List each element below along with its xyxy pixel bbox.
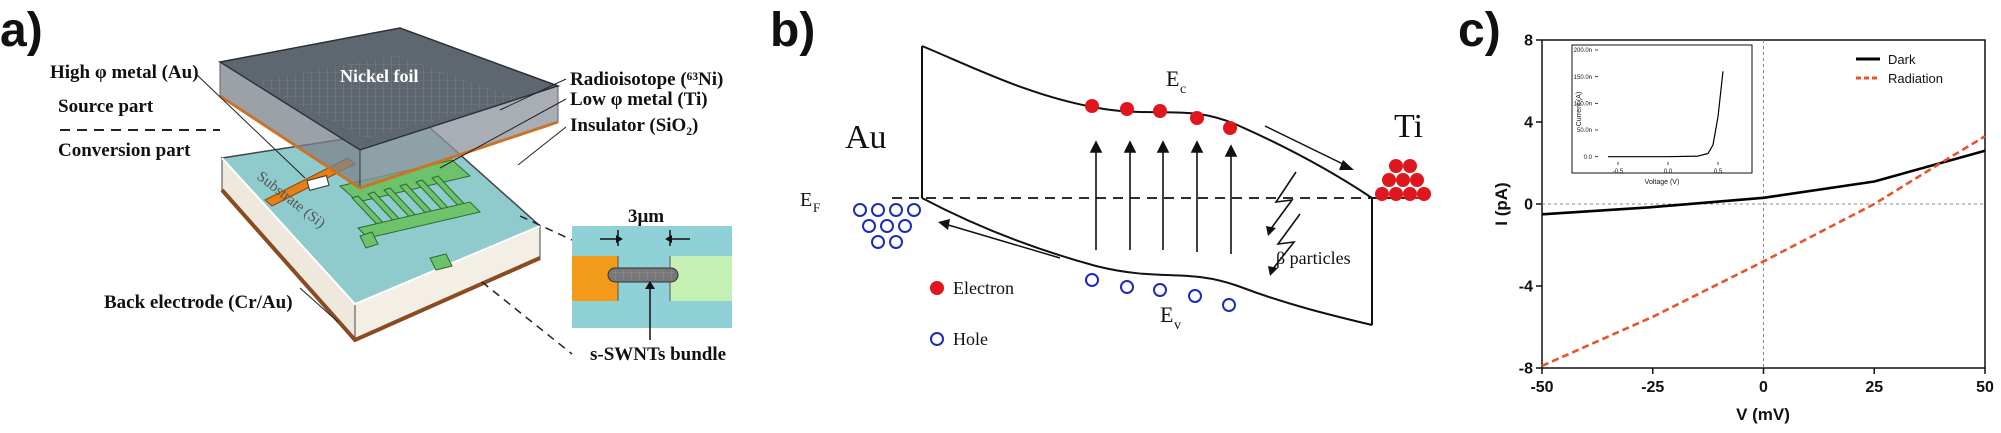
label-radioisotope: Radioisotope (⁶³Ni) <box>570 69 723 90</box>
label-high-phi-metal: High φ metal (Au) <box>50 62 199 83</box>
y-tick-label: 150.0n <box>1574 75 1592 81</box>
hole-legend-marker <box>930 332 944 346</box>
inset-y-axis-label: Current (A) <box>1576 92 1583 127</box>
inset-plot-frame <box>1571 44 1753 174</box>
series-line-dark <box>1541 149 1986 216</box>
x-tick-label: -0.5 <box>1613 169 1624 175</box>
y-tick-label: 50.0n <box>1577 128 1592 134</box>
au-hole-cluster <box>853 203 921 249</box>
label-ec: E <box>1166 66 1179 91</box>
label-au: Au <box>845 119 887 156</box>
iv-x-axis-label: V (mV) <box>1736 405 1790 424</box>
electron-legend-marker <box>930 281 944 295</box>
y-tick-label: -4 <box>1519 279 1533 296</box>
panel-c-letter: c) <box>1458 4 1501 57</box>
panel-b-letter: b) <box>770 4 815 57</box>
label-gap-width: 3μm <box>628 206 664 227</box>
ti-electron-cluster <box>1375 159 1431 201</box>
iv-chart: -50 -25 0 25 50 -8 -4 0 4 8 V (mV) I (pA) Dark Ra… <box>1492 33 1994 424</box>
label-electron: Electron <box>953 278 1014 298</box>
y-tick-label: 8 <box>1524 33 1533 50</box>
x-tick-label: 25 <box>1865 379 1883 396</box>
label-ec-sub: c <box>1180 82 1186 97</box>
gap-inset <box>572 226 732 340</box>
series-line-curve <box>1608 71 1724 158</box>
inset-x-axis-label: Voltage (V) <box>1645 179 1680 186</box>
legend-radiation-label: Radiation <box>1888 71 1943 86</box>
label-hole: Hole <box>953 329 988 349</box>
legend-dark-label: Dark <box>1888 52 1916 67</box>
label-low-phi-metal: Low φ metal (Ti) <box>570 89 708 110</box>
panel-b: b) <box>770 4 1431 349</box>
inset-iv-chart: -0.5 0.0 0.5 0.0 50.0n 100.0n 150.0n 200.0n Vol… <box>1571 44 1753 186</box>
label-conversion-part: Conversion part <box>58 140 191 161</box>
y-tick-label: 0.0 <box>1584 155 1593 161</box>
iv-y-axis-label: I (pA) <box>1492 182 1511 225</box>
beta-bolt-2 <box>1271 213 1301 271</box>
label-back-electrode: Back electrode (Cr/Au) <box>104 292 293 313</box>
label-beta-particles: β particles <box>1276 248 1351 268</box>
y-tick-label: 100.0n <box>1574 101 1592 107</box>
leader-lines <box>195 73 567 323</box>
iv-legend: Dark Radiation <box>1856 52 1943 86</box>
label-ti: Ti <box>1394 108 1423 145</box>
label-ef-sub: F <box>813 200 820 215</box>
label-nickel-foil: Nickel foil <box>340 66 419 86</box>
label-insulator: Insulator (SiO₂) <box>570 115 698 136</box>
label-ev-sub: v <box>1174 318 1181 333</box>
x-tick-label: 0.5 <box>1714 169 1723 175</box>
nickel-foil-box <box>217 27 561 190</box>
excitation-arrows <box>1089 140 1238 254</box>
label-ev: E <box>1160 302 1173 327</box>
y-tick-label: -8 <box>1519 361 1533 378</box>
conduction-electrons <box>1085 99 1237 135</box>
beta-bolt-1 <box>1269 171 1297 231</box>
x-tick-label: 0.0 <box>1664 169 1673 175</box>
panel-a-letter: a) <box>0 4 43 57</box>
y-tick-label: 200.0n <box>1574 48 1592 54</box>
x-tick-label: -25 <box>1641 379 1664 396</box>
valence-holes <box>1085 273 1236 312</box>
band-edges <box>921 45 1373 326</box>
label-swnt-bundle: s-SWNTs bundle <box>590 344 726 365</box>
x-tick-label: -50 <box>1530 379 1553 396</box>
label-ef: E <box>800 189 812 211</box>
x-tick-label: 0 <box>1759 379 1768 396</box>
label-source-part: Source part <box>58 96 154 117</box>
panel-c: c) -50 -25 0 25 50 -8 -4 0 4 8 V (mV) I (pA) Dark… <box>1458 4 1994 424</box>
series-line-radiation <box>1541 135 1986 368</box>
y-tick-label: 0 <box>1524 197 1533 214</box>
x-tick-label: 50 <box>1976 379 1994 396</box>
y-tick-label: 4 <box>1524 115 1533 132</box>
panel-a: a) <box>0 4 732 365</box>
